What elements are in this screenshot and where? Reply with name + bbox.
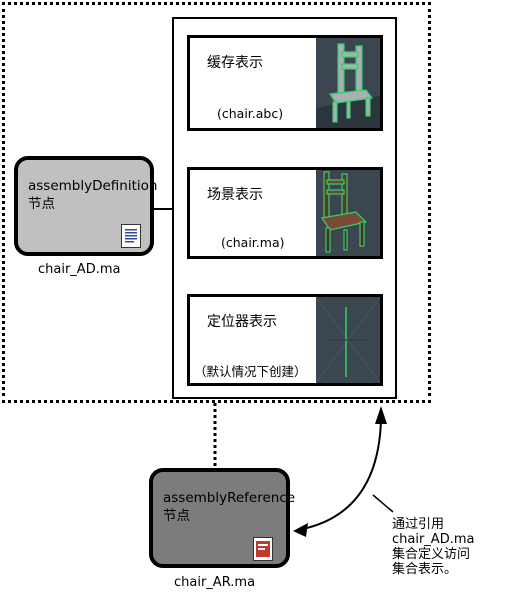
arrow-head-up bbox=[375, 406, 387, 424]
arrow-head-left bbox=[293, 523, 308, 537]
scene-representation-file: (chair.ma) bbox=[221, 235, 285, 250]
definition-filename: chair_AD.ma bbox=[38, 262, 121, 277]
scene-representation[interactable]: 场景表示 (chair.ma) bbox=[187, 167, 383, 259]
assembly-reference-title-line2: 节点 bbox=[163, 508, 190, 524]
maya-file-icon bbox=[253, 537, 273, 561]
reference-arrow-curve bbox=[297, 419, 382, 531]
assembly-reference-title-line1: assemblyReference bbox=[163, 490, 296, 506]
locator-representation-file: （默认情况下创建） bbox=[194, 364, 307, 379]
chair-cache-icon bbox=[316, 38, 380, 128]
assembly-reference-node[interactable]: assemblyReference 节点 bbox=[149, 468, 295, 568]
assembly-definition-node[interactable]: assemblyDefinition 节点 bbox=[14, 156, 157, 256]
assembly-definition-title-line1: assemblyDefinition bbox=[28, 178, 158, 194]
locator-representation-label: 定位器表示 bbox=[207, 314, 277, 330]
assembly-definition-title-line2: 节点 bbox=[28, 196, 55, 212]
note-line1: 通过引用 bbox=[392, 517, 445, 532]
note-line3: 集合定义访问 bbox=[392, 547, 471, 562]
cache-representation[interactable]: 缓存表示 (chair.abc) bbox=[187, 35, 383, 131]
scene-representation-label: 场景表示 bbox=[207, 187, 263, 203]
representations-panel: 缓存表示 (chair.abc) 场景表示 (chair.ma) bbox=[172, 17, 397, 399]
note-line2: chair_AD.ma bbox=[392, 532, 475, 547]
assembly-definition-title: assemblyDefinition 节点 bbox=[28, 177, 157, 213]
document-icon bbox=[121, 224, 141, 248]
locator-representation[interactable]: 定位器表示 （默认情况下创建） bbox=[187, 294, 383, 386]
note-pointer bbox=[372, 494, 394, 513]
assembly-reference-title: assemblyReference 节点 bbox=[163, 489, 295, 525]
cache-representation-file: (chair.abc) bbox=[217, 106, 284, 121]
locator-icon bbox=[316, 297, 380, 383]
reference-filename: chair_AR.ma bbox=[174, 575, 256, 590]
chair-cache-thumbnail bbox=[316, 38, 380, 128]
locator-thumbnail bbox=[316, 297, 380, 383]
reference-note: 通过引用 chair_AD.ma 集合定义访问 集合表示。 bbox=[392, 517, 474, 577]
assembly-definition-boundary bbox=[2, 2, 431, 403]
chair-scene-icon bbox=[316, 170, 380, 256]
note-line4: 集合表示。 bbox=[392, 562, 458, 577]
chair-scene-thumbnail bbox=[316, 170, 380, 256]
cache-representation-label: 缓存表示 bbox=[207, 55, 263, 71]
